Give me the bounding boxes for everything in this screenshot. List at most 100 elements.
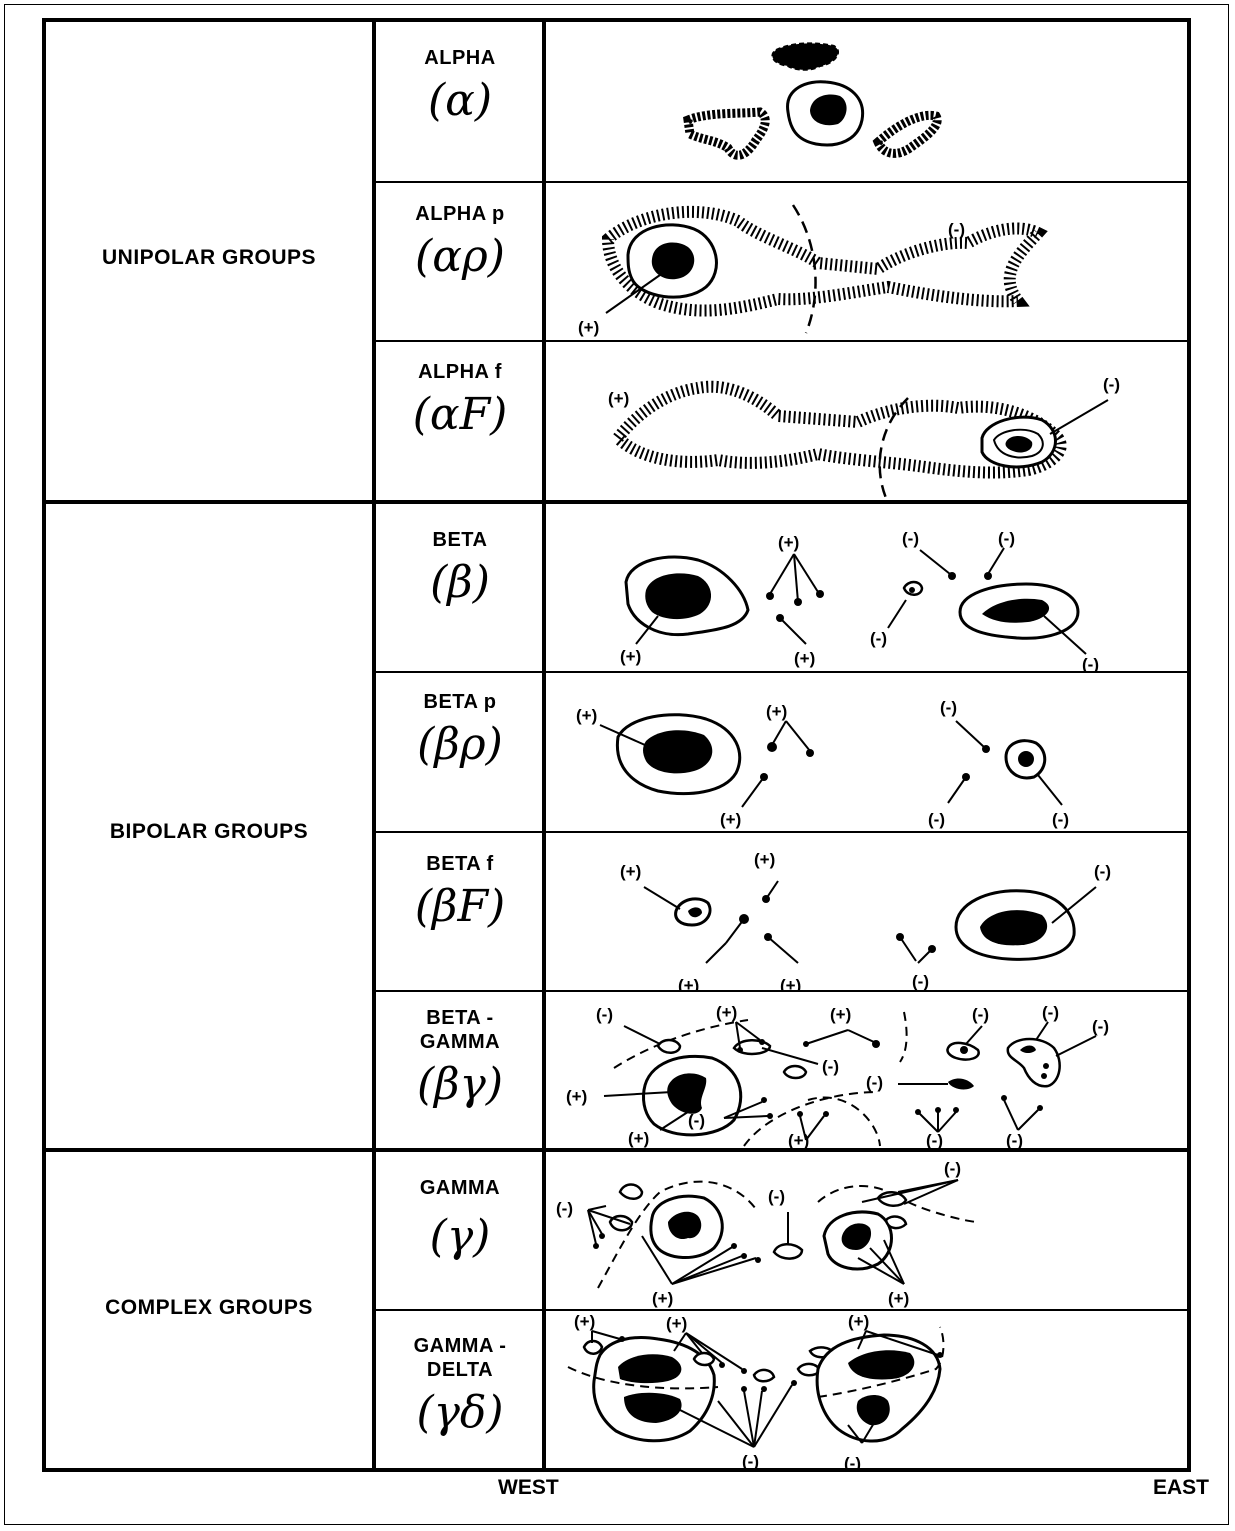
polarity-label: (+) xyxy=(788,1131,809,1148)
direction-label-west: WEST xyxy=(498,1476,559,1500)
drawing-beta-gamma: (+) (+) (-) (-) (+) (+) (-) (+) (-) (-) xyxy=(548,992,1187,1148)
pore-cluster xyxy=(767,721,814,757)
polarity-label: (+) xyxy=(778,533,799,552)
polarity-label: (+) xyxy=(716,1003,737,1022)
polarity-label: (-) xyxy=(944,1159,961,1178)
drawing-alpha-f: (+) (-) xyxy=(548,342,1187,500)
pore xyxy=(784,1066,806,1078)
polarity-label: (-) xyxy=(1092,1017,1109,1036)
polarity-label: (-) xyxy=(870,629,887,648)
type-symbol: (βF) xyxy=(376,880,544,934)
polarity-label: (-) xyxy=(596,1005,613,1024)
polarity-boundary xyxy=(818,1186,888,1202)
pore xyxy=(948,572,956,580)
polarity-label: (+) xyxy=(766,702,787,721)
pore-cluster xyxy=(862,1180,958,1204)
polarity-label: (+) xyxy=(576,706,597,725)
type-name: ALPHA f xyxy=(376,360,544,384)
type-symbol: (βρ) xyxy=(376,718,544,772)
pore xyxy=(984,572,992,580)
spot-penumbra xyxy=(1008,1039,1060,1086)
polarity-label: (-) xyxy=(912,972,929,990)
drawing-beta-f: (+) (+) (+) (+) (-) (-) xyxy=(548,833,1187,990)
direction-label-east: EAST xyxy=(1153,1476,1209,1500)
type-cell-gamma-delta: GAMMA - DELTA (γδ) xyxy=(376,1334,544,1440)
type-cell-alpha-f: ALPHA f (αF) xyxy=(376,360,544,442)
spot-umbra xyxy=(643,730,712,773)
pore xyxy=(948,1079,974,1090)
polarity-label: (-) xyxy=(688,1111,705,1130)
polarity-label: (+) xyxy=(574,1312,595,1331)
pore-cluster xyxy=(915,1107,959,1132)
pore-cluster xyxy=(1001,1095,1043,1130)
pore xyxy=(982,745,990,753)
drawing-gamma-delta: (+) (+) (+) (-) (-) xyxy=(548,1311,1187,1472)
type-name: BETA - GAMMA xyxy=(376,1006,544,1054)
plage-region xyxy=(688,112,765,155)
leader-line xyxy=(644,887,680,909)
polarity-label: (-) xyxy=(926,1131,943,1148)
polarity-label: (+) xyxy=(678,976,699,990)
type-cell-beta-f: BETA f (βF) xyxy=(376,852,544,934)
type-name: BETA f xyxy=(376,852,544,876)
type-name: GAMMA xyxy=(376,1176,544,1200)
drawing-beta-p: (+) (+) (+) (-) (-) (-) xyxy=(548,673,1187,831)
polarity-label: (-) xyxy=(972,1005,989,1024)
polarity-label: (-) xyxy=(556,1199,573,1218)
polarity-label: (-) xyxy=(742,1452,759,1471)
polarity-label: (-) xyxy=(866,1073,883,1092)
type-symbol: (βγ) xyxy=(376,1058,544,1112)
polarity-label: (+) xyxy=(720,810,741,829)
pore xyxy=(904,582,922,595)
type-cell-gamma: GAMMA (γ) xyxy=(376,1176,544,1264)
polarity-label: (+) xyxy=(652,1289,673,1308)
spot-penumbra xyxy=(754,1370,774,1381)
polarity-label: (-) xyxy=(844,1454,861,1472)
polarity-label: (+) xyxy=(608,389,629,408)
polarity-label: (-) xyxy=(902,529,919,548)
spot-umbra xyxy=(1018,751,1034,767)
leader-line xyxy=(888,600,906,628)
polarity-label: (-) xyxy=(948,220,965,239)
polarity-label: (-) xyxy=(1103,375,1120,394)
polarity-label: (+) xyxy=(628,1129,649,1148)
polarity-label: (+) xyxy=(830,1005,851,1024)
polarity-boundary xyxy=(908,1202,978,1222)
polarity-label: (+) xyxy=(578,318,599,337)
type-cell-beta-p: BETA p (βρ) xyxy=(376,690,544,772)
leader-line xyxy=(956,721,984,747)
spot-umbra xyxy=(1041,1073,1047,1079)
type-cell-beta: BETA (β) xyxy=(376,528,544,610)
pore xyxy=(948,773,970,803)
leader-line xyxy=(762,1048,818,1064)
polarity-label: (+) xyxy=(620,647,641,666)
drawing-alpha xyxy=(548,22,1187,181)
leader-line xyxy=(1038,775,1062,805)
group-label-complex: COMPLEX GROUPS xyxy=(46,1296,372,1320)
type-symbol: (α) xyxy=(376,74,544,128)
type-symbol: (αρ) xyxy=(376,230,544,284)
polarity-boundary xyxy=(793,205,816,333)
spot-penumbra xyxy=(620,1185,642,1199)
polarity-boundary xyxy=(900,1012,907,1062)
type-cell-alpha-p: ALPHA p (αρ) xyxy=(376,202,544,284)
drawing-alpha-p: (+) (-) xyxy=(548,183,1187,340)
polarity-label: (+) xyxy=(848,1312,869,1331)
pore-cluster xyxy=(896,933,936,963)
type-cell-alpha: ALPHA (α) xyxy=(376,46,544,128)
type-symbol: (β) xyxy=(376,556,544,610)
leader-line xyxy=(988,548,1004,574)
type-name: ALPHA xyxy=(376,46,544,70)
type-cell-beta-gamma: BETA - GAMMA (βγ) xyxy=(376,1006,544,1112)
spot-umbra xyxy=(960,1046,968,1054)
type-name: GAMMA - DELTA xyxy=(376,1334,544,1382)
pore xyxy=(762,881,778,903)
pore-cluster xyxy=(766,554,824,606)
drawing-gamma: (-) (-) (-) (+) (+) xyxy=(548,1152,1187,1309)
leader-line xyxy=(624,1026,660,1044)
type-name: BETA xyxy=(376,528,544,552)
spot-umbra xyxy=(1043,1063,1049,1069)
polarity-label: (+) xyxy=(794,649,815,668)
pore xyxy=(776,614,806,644)
leader-line xyxy=(1036,1022,1048,1040)
